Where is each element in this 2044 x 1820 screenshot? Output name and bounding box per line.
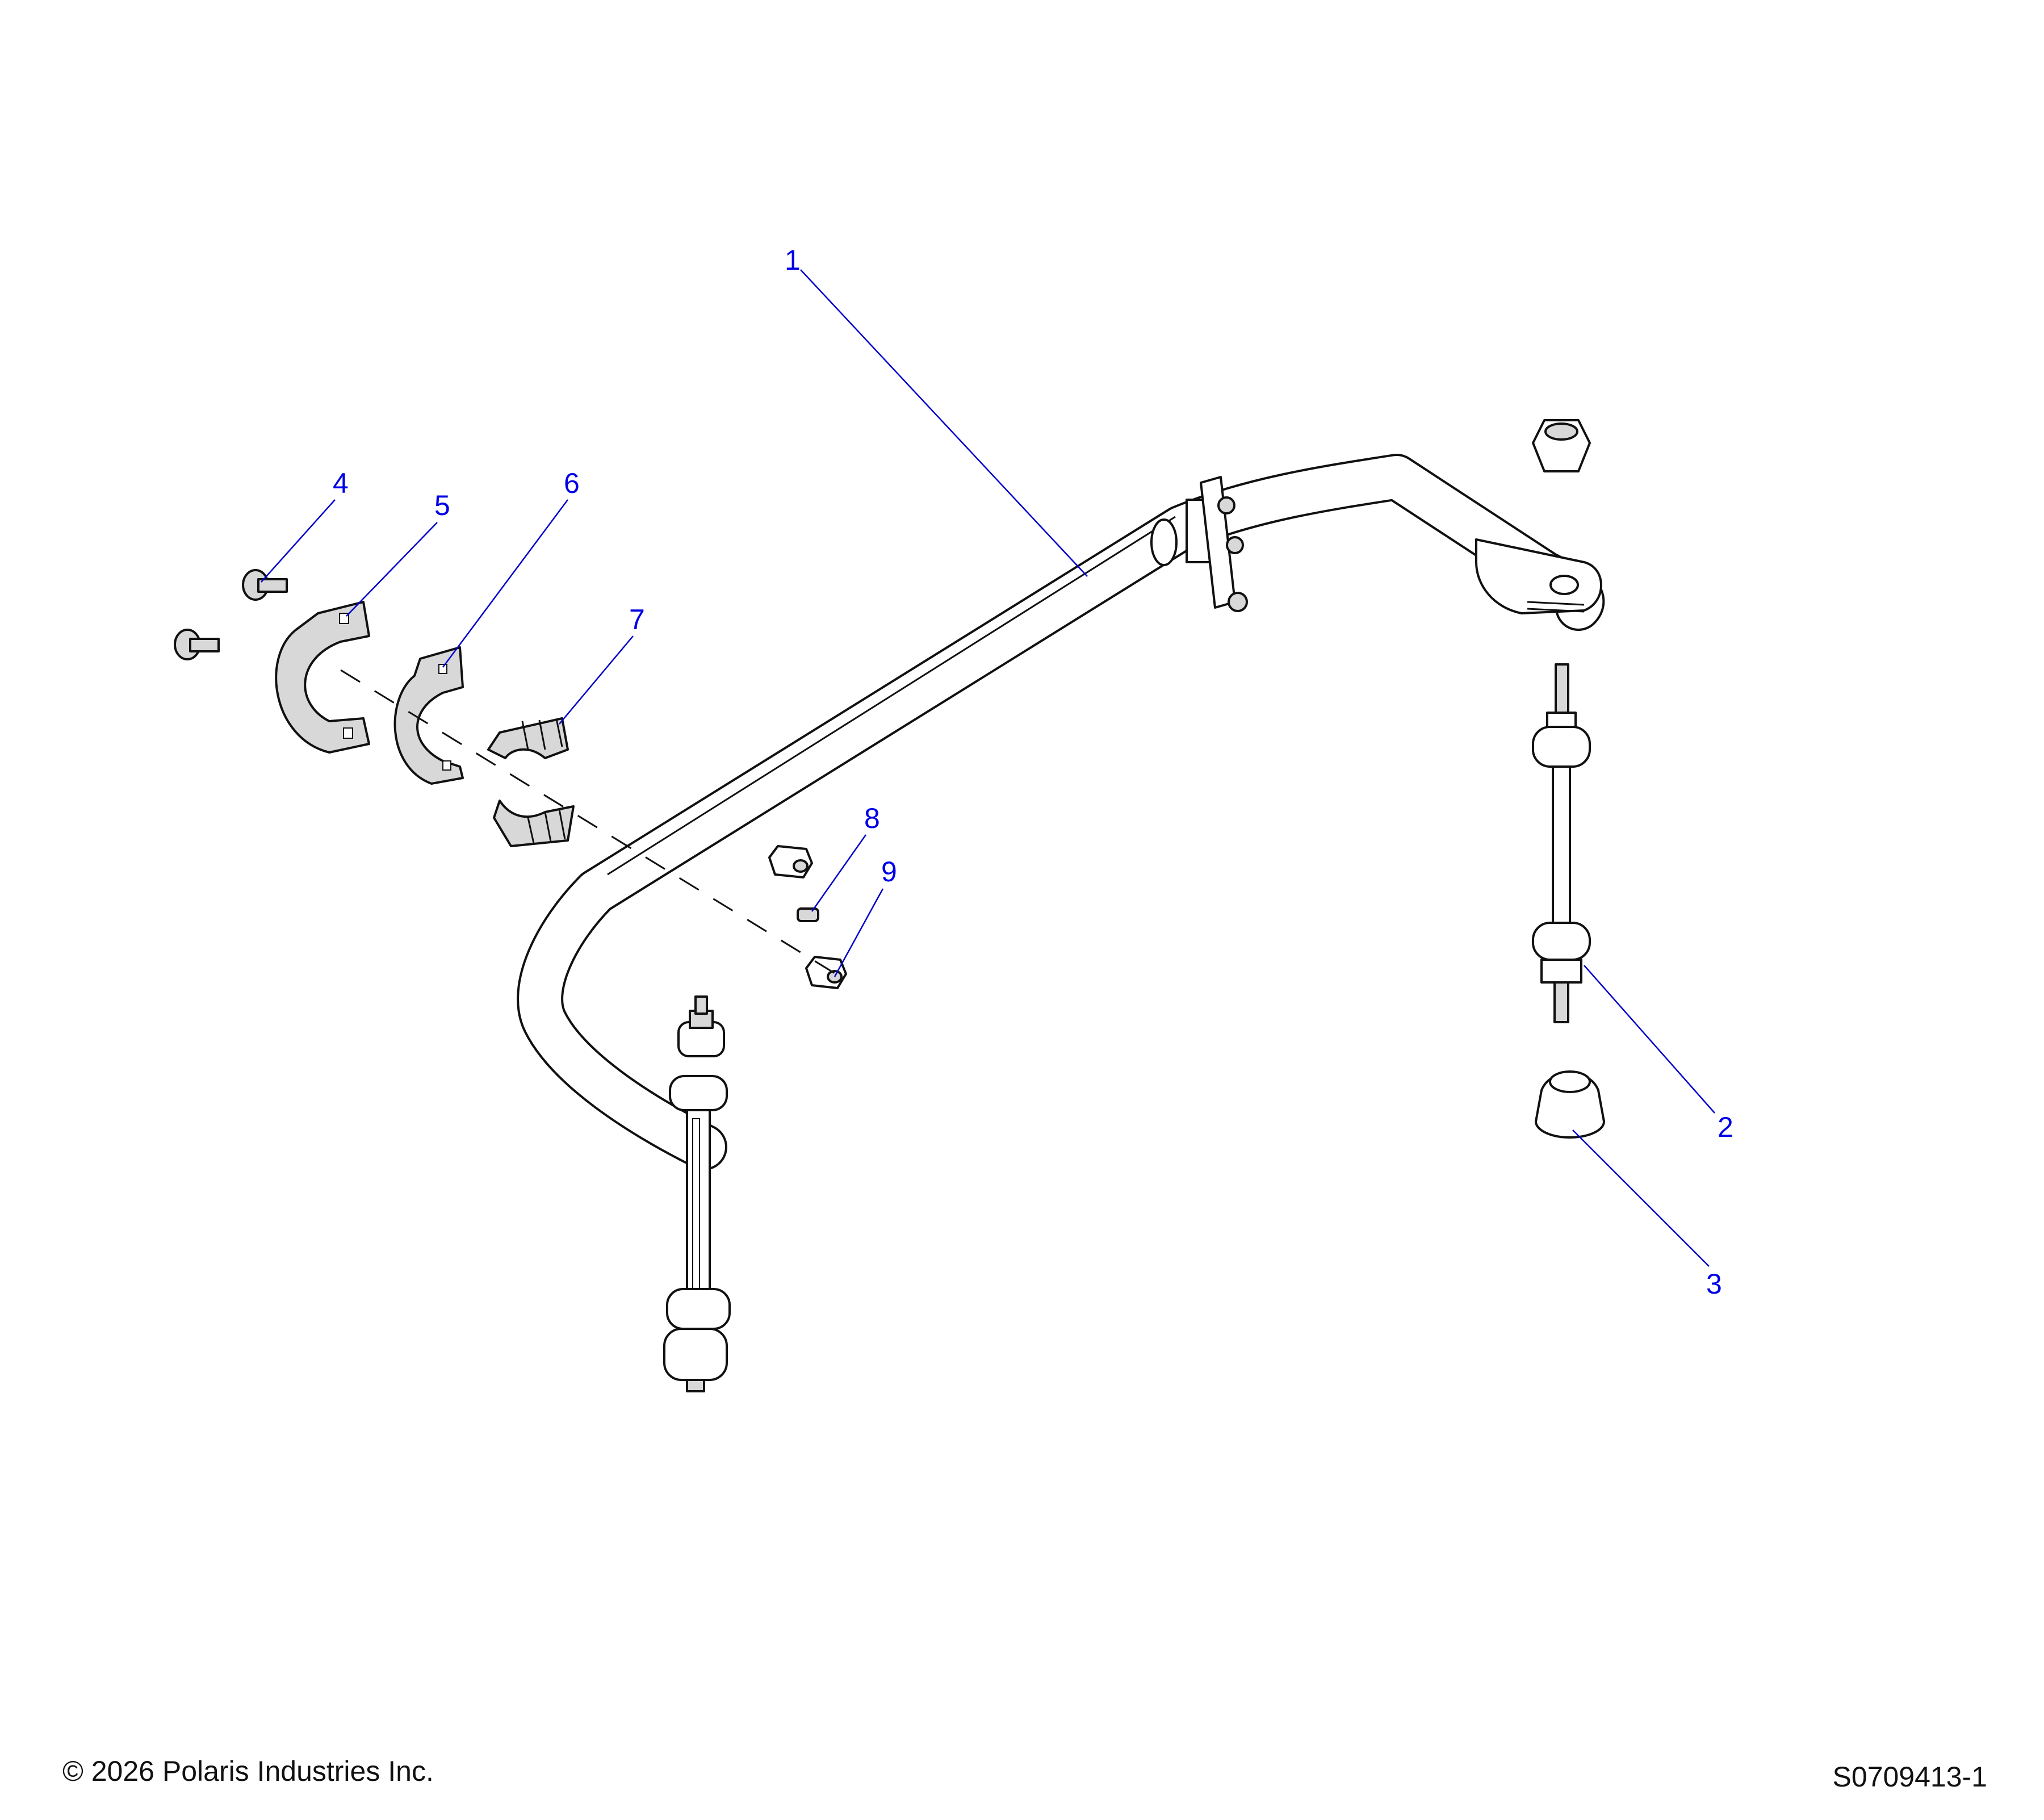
bushing-halves xyxy=(487,717,575,847)
end-link-rod xyxy=(1532,663,1591,1023)
stabilizer-bar xyxy=(517,454,1605,1170)
callout-5: 5 xyxy=(434,489,450,521)
assembly-center-line xyxy=(340,669,841,978)
leader-5 xyxy=(346,522,438,617)
leader-1 xyxy=(800,269,1088,577)
leader-8 xyxy=(811,834,867,912)
left-end-link xyxy=(663,995,731,1392)
leader-3 xyxy=(1572,1129,1710,1267)
leader-9 xyxy=(833,888,884,977)
leader-6 xyxy=(442,499,569,668)
mounting-bolts xyxy=(174,569,288,660)
callout-3: 3 xyxy=(1706,1268,1722,1300)
callout-4: 4 xyxy=(333,467,349,499)
callout-labels: 1 2 3 4 5 6 7 8 9 xyxy=(333,244,1733,1300)
callout-6: 6 xyxy=(564,467,580,499)
leader-4 xyxy=(261,499,336,583)
callout-8: 8 xyxy=(864,802,880,834)
callout-7: 7 xyxy=(629,604,645,635)
copyright-notice: © 2026 Polaris Industries Inc. xyxy=(62,1755,434,1787)
callout-2: 2 xyxy=(1718,1111,1733,1143)
grommet xyxy=(1535,1070,1605,1139)
outer-clamp xyxy=(275,601,370,754)
inner-clamp xyxy=(393,646,464,785)
leader-2 xyxy=(1584,965,1715,1114)
drawing-number: S0709413-1 xyxy=(1832,1761,1987,1793)
callout-9: 9 xyxy=(881,856,897,888)
leader-lines xyxy=(261,269,1715,1267)
top-right-nut xyxy=(1532,419,1591,472)
small-nuts xyxy=(768,845,847,989)
callout-1: 1 xyxy=(785,244,801,276)
leader-7 xyxy=(559,635,634,725)
